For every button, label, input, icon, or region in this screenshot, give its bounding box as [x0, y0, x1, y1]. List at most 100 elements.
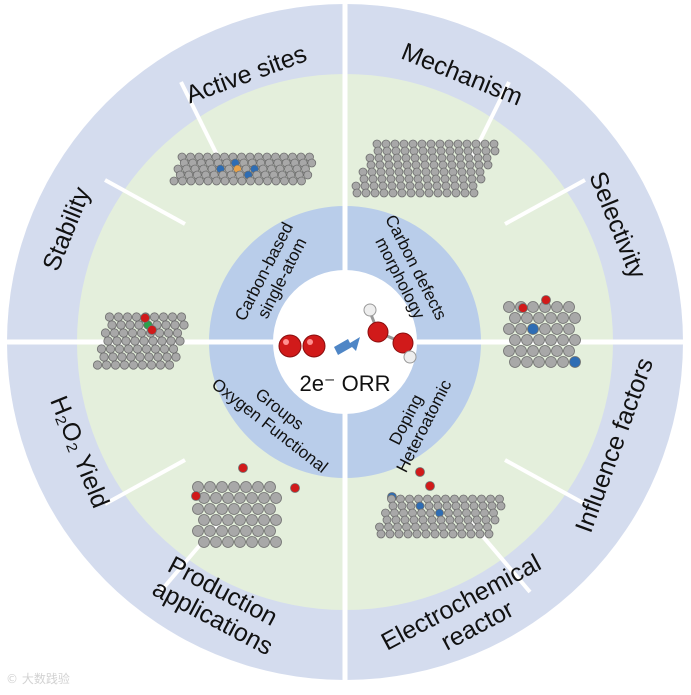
atom: [254, 176, 264, 186]
atom: [569, 334, 581, 346]
atom: [171, 352, 181, 362]
oxygen-groups-illustration: [140, 295, 551, 548]
atom: [210, 536, 222, 548]
arrow-icon: [334, 337, 360, 355]
atom: [466, 529, 476, 539]
atom: [172, 328, 183, 338]
atom: [191, 491, 201, 501]
atom: [433, 188, 443, 198]
atom: [412, 529, 422, 539]
atom: [246, 176, 255, 186]
atom: [515, 323, 527, 335]
atom: [415, 188, 425, 198]
atom: [116, 320, 126, 330]
atom: [119, 360, 130, 370]
atom: [112, 336, 122, 346]
atom: [192, 481, 204, 493]
atom: [415, 467, 425, 477]
atom: [203, 176, 213, 186]
atom: [252, 503, 264, 515]
atom: [105, 344, 116, 354]
atom: [140, 313, 150, 323]
center-label: 2e⁻ ORR: [299, 371, 390, 396]
atom: [228, 481, 240, 493]
atom: [234, 536, 246, 548]
atom: [557, 334, 569, 346]
atom: [229, 176, 238, 186]
atom: [246, 536, 258, 548]
atom: [212, 176, 221, 186]
atom: [240, 525, 252, 537]
atom: [157, 336, 167, 346]
atom: [216, 525, 228, 537]
atom: [515, 345, 527, 357]
atom: [162, 352, 172, 362]
atom: [258, 536, 270, 548]
atom: [406, 188, 416, 198]
atom: [533, 312, 545, 324]
atom: [258, 492, 270, 504]
atom: [110, 360, 121, 370]
atom: [551, 323, 563, 335]
atom: [448, 529, 458, 539]
atom: [186, 176, 196, 186]
atom: [169, 176, 179, 186]
atom: [175, 336, 185, 346]
atom: [484, 529, 494, 539]
atom: [131, 312, 142, 322]
atom: [503, 323, 515, 335]
atom: [128, 360, 139, 370]
atom: [118, 328, 129, 338]
atom: [439, 529, 449, 539]
atom: [240, 481, 252, 493]
doped-sheet-illustration: [375, 494, 506, 539]
atom: [307, 158, 317, 168]
watermark: © 大数践验: [6, 672, 70, 686]
stability-sheet-illustration: [92, 312, 189, 370]
atom: [134, 320, 144, 330]
atom: [403, 529, 413, 539]
atom: [103, 336, 113, 346]
atom: [155, 360, 166, 370]
atom: [545, 356, 557, 368]
atom: [352, 188, 362, 198]
atom: [178, 176, 187, 186]
atom: [113, 312, 124, 322]
atom: [370, 188, 380, 198]
atom: [509, 334, 521, 346]
atom: [179, 320, 189, 330]
atom: [421, 529, 431, 539]
atom: [264, 481, 276, 493]
atom: [234, 492, 246, 504]
atom: [210, 492, 222, 504]
atom: [509, 312, 521, 324]
atom: [159, 344, 170, 354]
atom: [195, 176, 204, 186]
atom: [490, 515, 500, 525]
atom: [107, 320, 117, 330]
atom: [297, 176, 306, 186]
atom: [533, 356, 545, 368]
atom: [509, 356, 521, 368]
atom: [569, 356, 581, 368]
atom: [158, 312, 169, 322]
atom: [222, 514, 234, 526]
atom: [379, 188, 389, 198]
atom: [130, 336, 140, 346]
atom: [168, 344, 179, 354]
atom: [114, 344, 125, 354]
atom: [222, 536, 234, 548]
atom: [92, 360, 103, 370]
atom: [136, 328, 147, 338]
atom: [527, 345, 539, 357]
atom: [123, 344, 134, 354]
atom: [361, 188, 371, 198]
atom: [150, 344, 161, 354]
atom: [139, 336, 149, 346]
atom: [164, 360, 175, 370]
defect-cluster-illustration: [503, 301, 581, 368]
atom: [122, 312, 133, 322]
atom: [394, 529, 404, 539]
atom: [397, 188, 407, 198]
atom: [149, 312, 160, 322]
